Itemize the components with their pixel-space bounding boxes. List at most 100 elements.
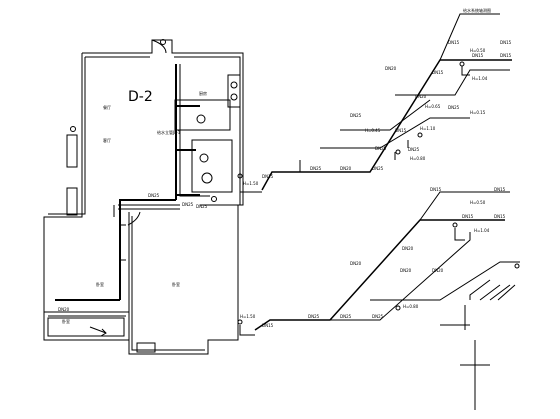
left-cabinet-upper — [66, 134, 78, 168]
axon-height: H=0.65 — [425, 104, 441, 109]
axon-pipe-label: DN20 — [400, 268, 412, 273]
axon-height: H=1.10 — [420, 126, 436, 131]
stack-marker — [70, 126, 76, 132]
axon-pipe-label: DN15 — [262, 323, 274, 328]
wall-partition — [113, 204, 180, 217]
axon-riser — [239, 160, 301, 193]
axon-pipe-label: DN25 — [372, 314, 384, 319]
shower-tray — [136, 342, 156, 353]
axon-branch-3 — [320, 117, 470, 149]
axon-height: H=1.50 — [240, 314, 256, 319]
wall-outline — [82, 39, 244, 206]
valve-4 — [514, 263, 520, 269]
fixture-toilet — [201, 172, 213, 184]
axon-right-fixtures — [469, 279, 516, 301]
axon-height: H=1.50 — [243, 181, 259, 186]
axon-pipe-label: DN25 — [408, 147, 420, 152]
axon-pipe-label: DN15 — [500, 40, 512, 45]
axon-height: H=1.04 — [474, 228, 490, 233]
axon-lower — [237, 191, 520, 410]
axon-pipe-label: DN25 — [448, 105, 460, 110]
axon-riser — [239, 228, 465, 336]
unit-title: D-2 — [128, 89, 153, 105]
axon-pipe-label: DN15 — [430, 187, 442, 192]
axon-pipe-label: DN20 — [340, 166, 352, 171]
stack-marker-2 — [160, 39, 166, 45]
axon-pipe-label: DN15 — [494, 214, 506, 219]
axon-pipe-label: DN25 — [308, 314, 320, 319]
axon-branch-3 — [370, 261, 520, 301]
room-bottom-left-label: 卧室 — [96, 281, 104, 287]
axon-pipe-label: DN25 — [310, 166, 322, 171]
axon-pipe-label: DN20 — [432, 268, 444, 273]
kitchen-label: 厨房 — [199, 90, 207, 96]
axon-pipe-label: DN20 — [350, 261, 362, 266]
bath-room — [191, 139, 233, 193]
plan-pipe-label: DN20 — [58, 307, 70, 312]
floor-plan — [43, 39, 244, 355]
arrow — [89, 326, 107, 337]
axon-pipe-label: DN15 — [472, 53, 484, 58]
axon-lower-labels: DN15 DN15 DN15 DN15 DN20 DN20 DN25 DN25 … — [240, 187, 506, 328]
detail-stub — [440, 305, 490, 410]
wall-outline-inner — [85, 56, 241, 205]
fixture-cooker-2 — [230, 93, 238, 101]
valve — [452, 222, 458, 228]
plan-pipe — [55, 64, 200, 301]
axon-branch — [439, 13, 500, 61]
valve-2 — [417, 132, 423, 138]
axon-height: H=0.15 — [470, 110, 486, 115]
axon-upper — [237, 13, 512, 193]
axon-pipe-label: DN20 — [402, 246, 414, 251]
valve-3 — [237, 319, 243, 325]
room-upper-label: 餐厅 — [103, 104, 111, 110]
axon-height: H=0.50 — [470, 200, 486, 205]
axon-height: H=0.50 — [470, 48, 486, 53]
axon-height: H=0.80 — [403, 304, 419, 309]
axon-pipe-label: DN15 — [448, 40, 460, 45]
door-swing — [151, 39, 167, 54]
room-right-label: 卧室 — [62, 318, 70, 324]
axon-pipe-label: DN15 — [395, 128, 407, 133]
axon-title: 给水系统轴测图 — [463, 7, 491, 13]
axon-branch — [419, 191, 510, 221]
left-cabinet-lower — [66, 187, 78, 216]
axon-height: H=1.04 — [472, 76, 488, 81]
plan-labels: D-2 餐厅 客厅 给水立管JL-1 厨房 卧室 卧室 DN25 DN25 DN… — [58, 89, 208, 324]
door-swing-2 — [127, 211, 141, 226]
fixture-cooker — [230, 81, 238, 89]
axon-pipe-label: DN15 — [494, 187, 506, 192]
axon-pipe-label: DN20 — [385, 66, 397, 71]
kitchen-counter — [227, 74, 241, 108]
axon-pipe-label: DN25 — [340, 314, 352, 319]
stack-note: 给水立管JL-1 — [157, 129, 181, 135]
axon-pipe-label: DN15 — [262, 174, 274, 179]
plan-pipe-thin — [120, 64, 210, 261]
axon-height: H=0.80 — [410, 156, 426, 161]
axon-upper-labels: 给水系统轴测图 DN15 DN15 DN15 DN15 DN20 DN20 DN… — [243, 7, 512, 186]
axon-drop — [394, 66, 470, 160]
room-bottom-right-label: 卧室 — [172, 281, 180, 287]
wall-right-room — [128, 204, 239, 355]
axon-pipe-label: DN15 — [432, 70, 444, 75]
valve-3 — [237, 173, 243, 179]
plan-pipe-label: DN25 — [182, 202, 194, 207]
axon-pipe-label: DN15 — [462, 214, 474, 219]
plan-pipe-label: DN25 — [148, 193, 160, 198]
valve — [459, 61, 465, 67]
axon-branch-2 — [330, 232, 471, 321]
axon-pipe-label: DN25 — [372, 166, 384, 171]
axon-pipe-label: DN25 — [350, 113, 362, 118]
room-left-label: 客厅 — [103, 137, 111, 143]
axon-branch-4 — [340, 99, 431, 131]
balcony-rail — [47, 317, 125, 337]
axon-pipe-label: DN15 — [500, 53, 512, 58]
axon-height: H=0.45 — [365, 128, 381, 133]
plan-pipe-label: DN25 — [196, 204, 208, 209]
fixture-basin — [199, 153, 209, 163]
axon-pipe-label: DN25 — [375, 146, 387, 151]
axon-branch-2 — [395, 69, 510, 96]
wall-left — [43, 53, 129, 313]
axon-pipe-label: DN20 — [415, 94, 427, 99]
